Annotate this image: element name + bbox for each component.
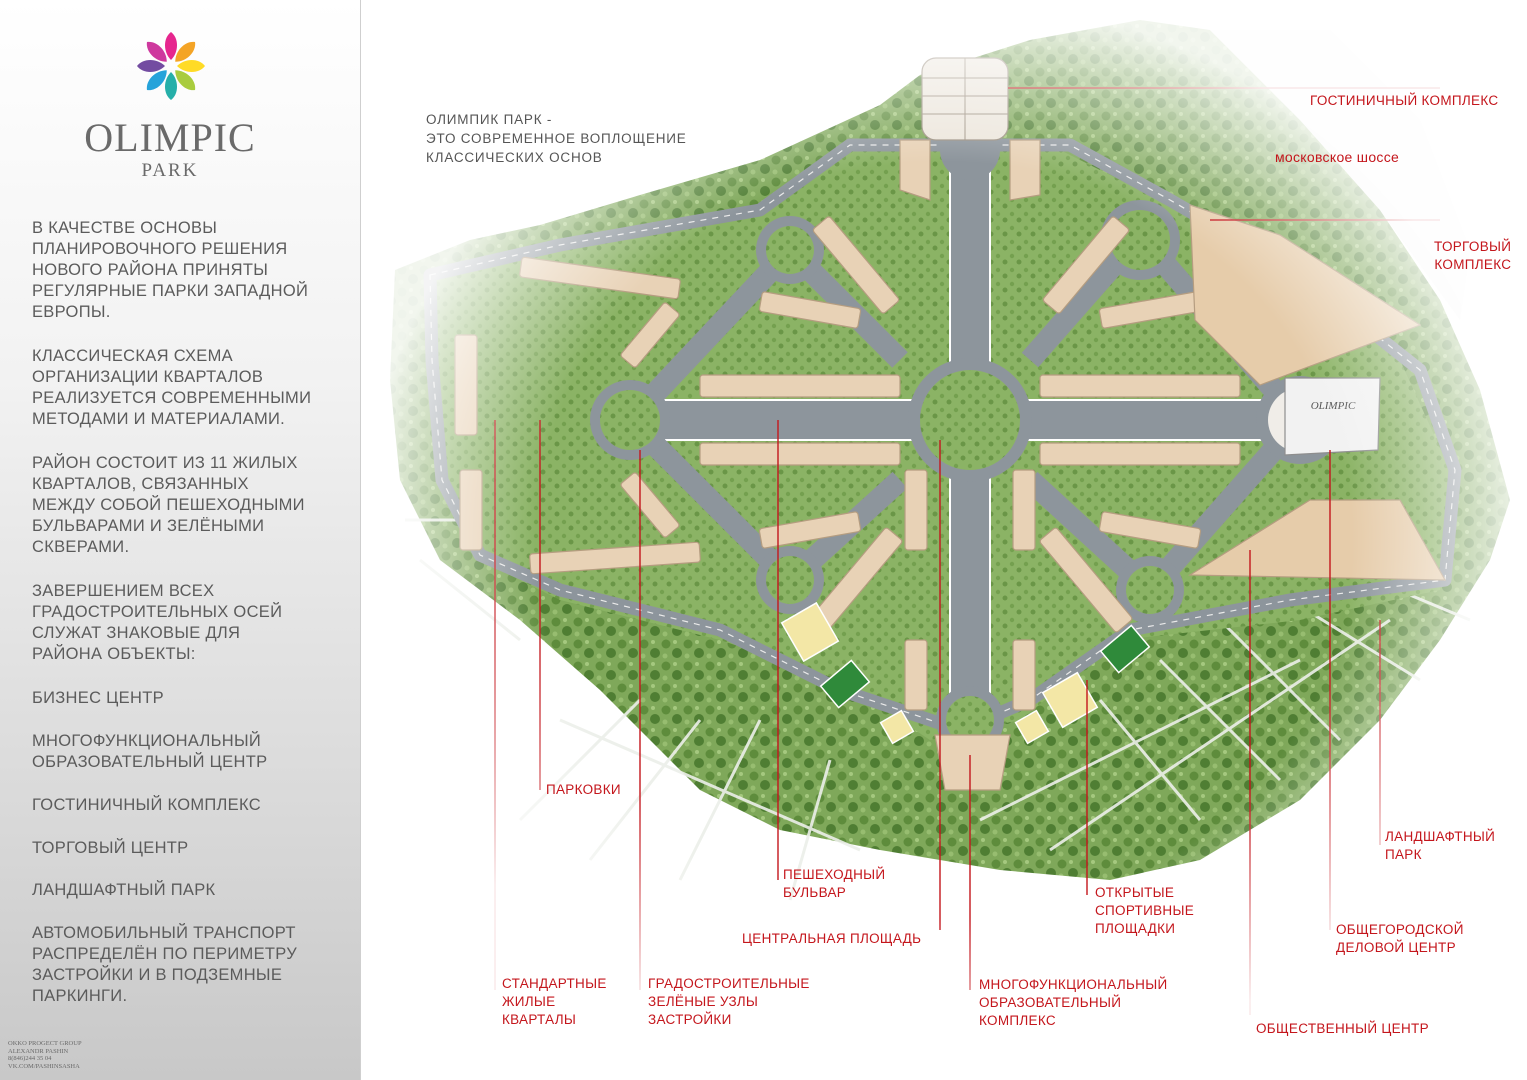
author-credits: OKKO PROGECT GROUP ALEXANDR PASHIN 8(846… [8,1040,82,1070]
logo-petal [137,60,165,72]
label-landscape-park: ЛАНДШАФТНЫЙ ПАРК [1385,829,1496,862]
sidebar-object-education: МНОГОФУНКЦИОНАЛЬНЫЙ ОБРАЗОВАТЕЛЬНЫЙ ЦЕНТ… [32,732,268,771]
brand-subtitle: PARK [141,160,199,181]
logo-petal [175,41,196,62]
label-standard-blocks: СТАНДАРТНЫЕ ЖИЛЫЕ КВАРТАЛЫ [502,976,607,1027]
sidebar-object-hotel: ГОСТИНИЧНЫЙ КОМПЛЕКС [32,796,261,814]
flower-logo-icon [137,32,205,100]
map-slogan: ОЛИМПИК ПАРК - ЭТО СОВРЕМЕННОЕ ВОПЛОЩЕНИ… [426,112,687,165]
sidebar-object-shopping: ТОРГОВЫЙ ЦЕНТР [32,839,189,857]
label-public-center: ОБЩЕСТВЕННЫЙ ЦЕНТР [1256,1021,1429,1036]
sidebar-paragraph-1: В КАЧЕСТВЕ ОСНОВЫ ПЛАНИРОВОЧНОГО РЕШЕНИЯ… [32,219,309,321]
logo-petal [146,70,167,91]
label-hotel: ГОСТИНИЧНЫЙ КОМПЛЕКС [1310,93,1499,108]
logo-petal [175,70,196,91]
label-sports: ОТКРЫТЫЕ СПОРТИВНЫЕ ПЛОЩАДКИ [1095,885,1195,936]
label-parking: ПАРКОВКИ [546,782,621,797]
sidebar-paragraph-2: КЛАССИЧЕСКАЯ СХЕМА ОРГАНИЗАЦИИ КВАРТАЛОВ… [32,347,312,428]
building-sign: OLIMPIC [1311,400,1356,412]
business-center-building: OLIMPIC [1284,377,1381,456]
sidebar-paragraph-4: ЗАВЕРШЕНИЕМ ВСЕХ ГРАДОСТРОИТЕЛЬНЫХ ОСЕЙ … [32,582,283,663]
label-central-square: ЦЕНТРАЛЬНАЯ ПЛОЩАДЬ [742,931,922,946]
brand-title: OLIMPIC [84,115,256,160]
logo-petal [165,32,177,60]
label-education: МНОГОФУНКЦИОНАЛЬНЫЙ ОБРАЗОВАТЕЛЬНЫЙ КОМП… [979,977,1168,1028]
logo-petal [146,41,167,62]
info-sidebar: OLIMPIC PARK В КАЧЕСТВЕ ОСНОВЫ ПЛАНИРОВО… [0,0,361,1080]
label-shopping: ТОРГОВЫЙ КОМПЛЕКС [1434,239,1512,272]
sidebar-paragraph-transport: АВТОМОБИЛЬНЫЙ ТРАНСПОРТ РАСПРЕДЕЛЁН ПО П… [32,924,298,1005]
label-boulevard: ПЕШЕХОДНЫЙ БУЛЬВАР [783,867,886,900]
hotel-building [921,57,1009,141]
label-business-center: ОБЩЕГОРОДСКОЙ ДЕЛОВОЙ ЦЕНТР [1336,922,1464,955]
logo [0,28,360,109]
education-complex-building [934,734,1011,791]
label-highway: московское шоссе [1275,149,1400,165]
sidebar-paragraph-3: РАЙОН СОСТОИТ ИЗ 11 ЖИЛЫХ КВАРТАЛОВ, СВЯ… [32,454,305,556]
sidebar-object-business: БИЗНЕС ЦЕНТР [32,689,164,707]
logo-petal [165,72,177,100]
label-green-nodes: ГРАДОСТРОИТЕЛЬНЫЕ ЗЕЛЁНЫЕ УЗЛЫ ЗАСТРОЙКИ [648,976,810,1027]
logo-petal [177,60,205,72]
sidebar-object-park: ЛАНДШАФТНЫЙ ПАРК [32,881,216,899]
